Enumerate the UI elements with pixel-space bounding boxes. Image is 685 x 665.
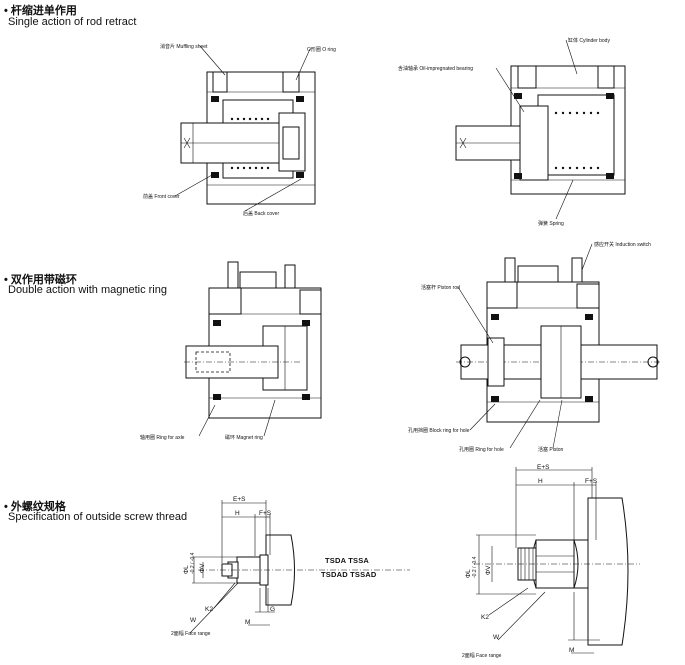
cylinder-drawing-4 [456, 243, 662, 449]
thread-drawing-right [474, 467, 640, 654]
label-back-cover: 后盖 Back cover [243, 211, 280, 217]
dim-right-face: 2面幅 Face range [462, 653, 502, 659]
label-piston: 活塞 Piston [538, 447, 564, 453]
dim-left-m: M [245, 619, 251, 626]
dim-left-es: E+S [233, 496, 246, 503]
dim-right-fs: F+S [585, 478, 598, 485]
model-line-1: TSDA TSSA [325, 556, 370, 565]
section-title-en-2: Double action with magnetic ring [8, 284, 167, 296]
dim-left-k2: K2 [205, 606, 213, 613]
dim-right-w: W [493, 634, 500, 641]
cylinder-drawing-2 [455, 39, 626, 220]
dim-left-fs: F+S [259, 510, 272, 517]
label-induction-switch: 感应开关 Induction switch [594, 242, 651, 248]
dim-left-g: G [270, 606, 276, 613]
dim-left-h: H [235, 510, 240, 517]
label-front-cover: 前盖 Front cover [143, 194, 180, 200]
label-ring-for-axle: 轴用圈 Ring for axle [140, 435, 185, 441]
dim-right-es: E+S [537, 464, 550, 471]
thread-drawing-left [189, 500, 410, 634]
section-title-en-1: Single action of rod retract [8, 16, 137, 28]
section-title-en-3: Specification of outside screw thread [8, 511, 188, 523]
label-cylinder-body: 缸体 Cylinder body [568, 38, 610, 44]
dim-left-w: W [190, 617, 197, 624]
label-block-ring-hole: 孔用挡圈 Block ring for hole [408, 428, 470, 434]
label-oil-bearing: 含油轴承 Oil-impregnated bearing [398, 66, 474, 72]
section-title-cn-3: • 外螺纹规格 [4, 501, 66, 513]
label-magnet-ring: 磁环 Magnet ring [225, 435, 263, 441]
model-line-2: TSDAD TSSAD [321, 570, 377, 579]
dim-right-m: M [569, 647, 575, 654]
dim-right-k2: K2 [481, 614, 489, 621]
label-spring: 弹簧 Spring [538, 221, 564, 227]
dim-right-h: H [538, 478, 543, 485]
label-o-ring: O形圈 O ring [307, 47, 336, 53]
cylinder-drawing-3 [184, 261, 322, 437]
dim-left-face: 2面幅 Face range [171, 631, 211, 637]
label-piston-rod: 活塞杆 Piston rod [421, 285, 460, 291]
section-title-cn-2: • 双作用带磁环 [4, 274, 77, 286]
cylinder-drawing-1 [174, 45, 316, 212]
section-title-cn-1: • 杆缩进单作用 [4, 5, 77, 17]
label-ring-for-hole: 孔用圈 Ring for hole [459, 447, 504, 453]
label-muffling-sheet: 消音片 Muffling sheet [160, 44, 208, 50]
